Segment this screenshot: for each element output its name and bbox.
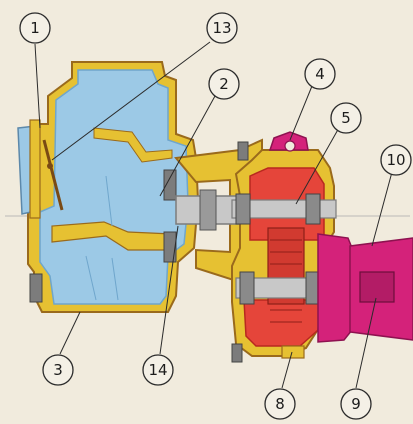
bearing	[239, 271, 255, 305]
callout-ring	[304, 58, 336, 90]
leader-line-1	[34, 43, 41, 129]
callout-5: 5	[330, 102, 362, 134]
leader-lines	[34, 41, 393, 389]
callout-label: 2	[219, 75, 229, 93]
callout-ring	[19, 12, 51, 44]
callout-label: 5	[341, 109, 351, 127]
drain-plug	[281, 345, 305, 359]
callout-2: 2	[208, 68, 240, 100]
callout-ring	[330, 102, 362, 134]
leader-line-9	[355, 297, 377, 389]
motor-assembly	[317, 233, 413, 343]
leader-line-10	[371, 171, 393, 247]
leader-line-3	[59, 311, 81, 355]
motor-coupling	[359, 271, 395, 303]
callout-ring	[206, 12, 238, 44]
callout-14: 14	[142, 354, 174, 386]
callout-ring	[142, 354, 174, 386]
lifting-eye-hole	[284, 140, 296, 152]
leader-line-2	[159, 95, 216, 197]
chamber-rib	[111, 257, 119, 301]
callouts: 1 13 2 4 5 10 3 14	[19, 12, 412, 420]
chamber-rib	[85, 255, 97, 301]
coupling-nut	[199, 189, 217, 231]
pump-assembly	[231, 131, 413, 363]
callout-label: 13	[212, 19, 231, 37]
callout-ring	[208, 68, 240, 100]
callout-4: 4	[304, 58, 336, 90]
callout-label: 3	[53, 361, 63, 379]
bearing	[305, 193, 321, 225]
mount-bolt	[29, 273, 43, 303]
callout-label: 10	[386, 151, 405, 169]
chamber-assembly	[17, 61, 200, 313]
callout-label: 14	[148, 361, 167, 379]
leader-line-4	[289, 85, 313, 141]
housing-stud	[231, 343, 243, 363]
housing-stud	[237, 141, 249, 161]
pump-rotor-lower	[243, 299, 321, 347]
valve-pivot	[47, 163, 53, 169]
callout-9: 9	[340, 388, 372, 420]
callout-ring	[42, 354, 74, 386]
callout-ring	[264, 388, 296, 420]
callout-10: 10	[380, 144, 412, 176]
leader-line-14	[159, 225, 179, 355]
mount-bolt	[163, 169, 177, 201]
valve-flap	[42, 139, 64, 211]
callout-ring	[380, 144, 412, 176]
callout-8: 8	[264, 388, 296, 420]
leader-line-8	[281, 351, 293, 389]
leader-line-5	[295, 125, 341, 205]
callout-3: 3	[42, 354, 74, 386]
bearing	[235, 193, 251, 225]
motor-flange	[317, 233, 353, 343]
chamber-web	[93, 127, 173, 163]
callout-13: 13	[206, 12, 238, 44]
leader-line-13	[51, 41, 211, 161]
callout-label: 4	[315, 65, 325, 83]
chamber-rib	[105, 175, 113, 227]
cover-flange	[29, 119, 41, 219]
callout-ring	[340, 388, 372, 420]
callout-1: 1	[19, 12, 51, 44]
callout-label: 1	[30, 19, 40, 37]
callout-label: 8	[275, 395, 285, 413]
mount-bolt	[163, 231, 177, 263]
callout-label: 9	[351, 395, 361, 413]
